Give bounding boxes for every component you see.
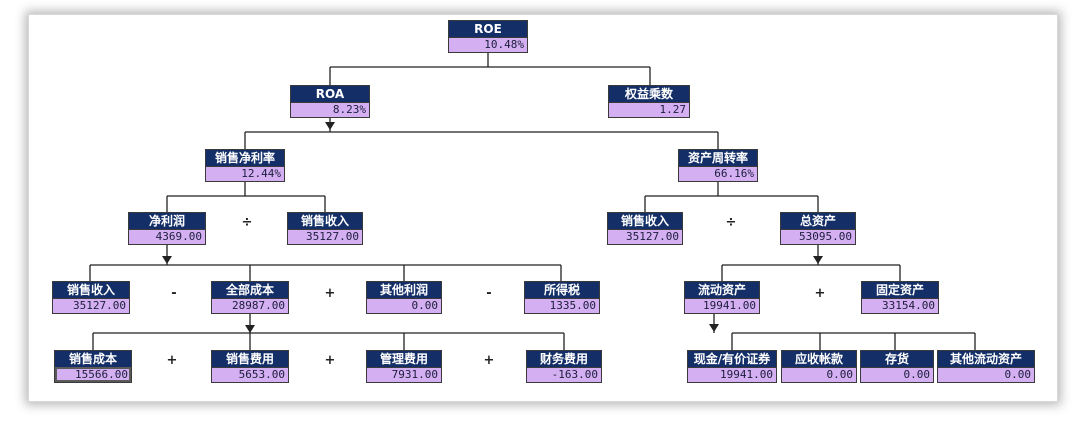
net-margin-value: 12.44% — [206, 166, 284, 181]
roa-value: 8.23% — [291, 102, 369, 117]
current-assets-node[interactable]: 流动资产 19941.00 — [684, 281, 760, 314]
finance-expense-value: -163.00 — [527, 367, 601, 382]
sales-revenue-label: 销售收入 — [288, 213, 362, 229]
admin-expense-value: 7931.00 — [367, 367, 441, 382]
total-assets-value: 53095.00 — [781, 229, 855, 244]
plus-operator: + — [324, 353, 336, 368]
roa-label: ROA — [291, 86, 369, 102]
total-cost-node[interactable]: 全部成本 28987.00 — [211, 281, 289, 314]
selling-expense-label: 销售费用 — [212, 351, 288, 367]
other-profit-value: 0.00 — [367, 298, 441, 313]
roe-node[interactable]: ROE 10.48% — [448, 20, 528, 53]
fixed-assets-node[interactable]: 固定资产 33154.00 — [861, 281, 939, 314]
net-margin-node[interactable]: 销售净利率 12.44% — [205, 149, 285, 182]
sales-revenue-node[interactable]: 销售收入 35127.00 — [287, 212, 363, 245]
cash-securities-node[interactable]: 现金/有价证券 19941.00 — [687, 350, 777, 383]
net-profit-node[interactable]: 净利润 4369.00 — [128, 212, 206, 245]
sales-revenue-label: 销售收入 — [608, 213, 682, 229]
cash-securities-value: 19941.00 — [688, 367, 776, 382]
inventory-value: 0.00 — [861, 367, 933, 382]
sales-revenue-node[interactable]: 销售收入 35127.00 — [52, 281, 130, 314]
total-assets-label: 总资产 — [781, 213, 855, 229]
sales-revenue-label: 销售收入 — [53, 282, 129, 298]
sales-revenue-value: 35127.00 — [53, 298, 129, 313]
asset-turnover-value: 66.16% — [679, 166, 757, 181]
equity-multiplier-value: 1.27 — [609, 102, 689, 117]
equity-multiplier-label: 权益乘数 — [609, 86, 689, 102]
minus-operator: - — [171, 286, 177, 301]
diagram-frame — [28, 14, 1058, 402]
divide-operator: ÷ — [725, 215, 737, 230]
income-tax-label: 所得税 — [525, 282, 599, 298]
plus-operator: + — [324, 286, 336, 301]
cost-of-sales-value[interactable]: 15566.00 — [55, 367, 131, 382]
receivables-value: 0.00 — [782, 367, 856, 382]
finance-expense-node[interactable]: 财务费用 -163.00 — [526, 350, 602, 383]
divide-operator: ÷ — [241, 215, 253, 230]
asset-turnover-label: 资产周转率 — [679, 150, 757, 166]
plus-operator: + — [166, 353, 178, 368]
plus-operator: + — [483, 353, 495, 368]
inventory-label: 存货 — [861, 351, 933, 367]
inventory-node[interactable]: 存货 0.00 — [860, 350, 934, 383]
other-current-assets-node[interactable]: 其他流动资产 0.00 — [937, 350, 1035, 383]
roa-node[interactable]: ROA 8.23% — [290, 85, 370, 118]
net-margin-label: 销售净利率 — [206, 150, 284, 166]
minus-operator: - — [486, 286, 492, 301]
fixed-assets-value: 33154.00 — [862, 298, 938, 313]
sales-revenue-value: 35127.00 — [608, 229, 682, 244]
admin-expense-node[interactable]: 管理费用 7931.00 — [366, 350, 442, 383]
income-tax-node[interactable]: 所得税 1335.00 — [524, 281, 600, 314]
roe-label: ROE — [449, 21, 527, 37]
admin-expense-label: 管理费用 — [367, 351, 441, 367]
plus-operator: + — [814, 286, 826, 301]
roe-value: 10.48% — [449, 37, 527, 52]
income-tax-value: 1335.00 — [525, 298, 599, 313]
cash-securities-label: 现金/有价证券 — [688, 351, 776, 367]
other-current-assets-value: 0.00 — [938, 367, 1034, 382]
equity-multiplier-node[interactable]: 权益乘数 1.27 — [608, 85, 690, 118]
total-cost-label: 全部成本 — [212, 282, 288, 298]
net-profit-label: 净利润 — [129, 213, 205, 229]
asset-turnover-node[interactable]: 资产周转率 66.16% — [678, 149, 758, 182]
selling-expense-node[interactable]: 销售费用 5653.00 — [211, 350, 289, 383]
other-profit-node[interactable]: 其他利润 0.00 — [366, 281, 442, 314]
other-profit-label: 其他利润 — [367, 282, 441, 298]
receivables-node[interactable]: 应收帐款 0.00 — [781, 350, 857, 383]
fixed-assets-label: 固定资产 — [862, 282, 938, 298]
other-current-assets-label: 其他流动资产 — [938, 351, 1034, 367]
total-cost-value: 28987.00 — [212, 298, 288, 313]
total-assets-node[interactable]: 总资产 53095.00 — [780, 212, 856, 245]
finance-expense-label: 财务费用 — [527, 351, 601, 367]
selling-expense-value: 5653.00 — [212, 367, 288, 382]
net-profit-value: 4369.00 — [129, 229, 205, 244]
current-assets-label: 流动资产 — [685, 282, 759, 298]
cost-of-sales-node[interactable]: 销售成本 15566.00 — [54, 350, 132, 383]
current-assets-value: 19941.00 — [685, 298, 759, 313]
cost-of-sales-label: 销售成本 — [55, 351, 131, 367]
sales-revenue-node[interactable]: 销售收入 35127.00 — [607, 212, 683, 245]
sales-revenue-value: 35127.00 — [288, 229, 362, 244]
receivables-label: 应收帐款 — [782, 351, 856, 367]
